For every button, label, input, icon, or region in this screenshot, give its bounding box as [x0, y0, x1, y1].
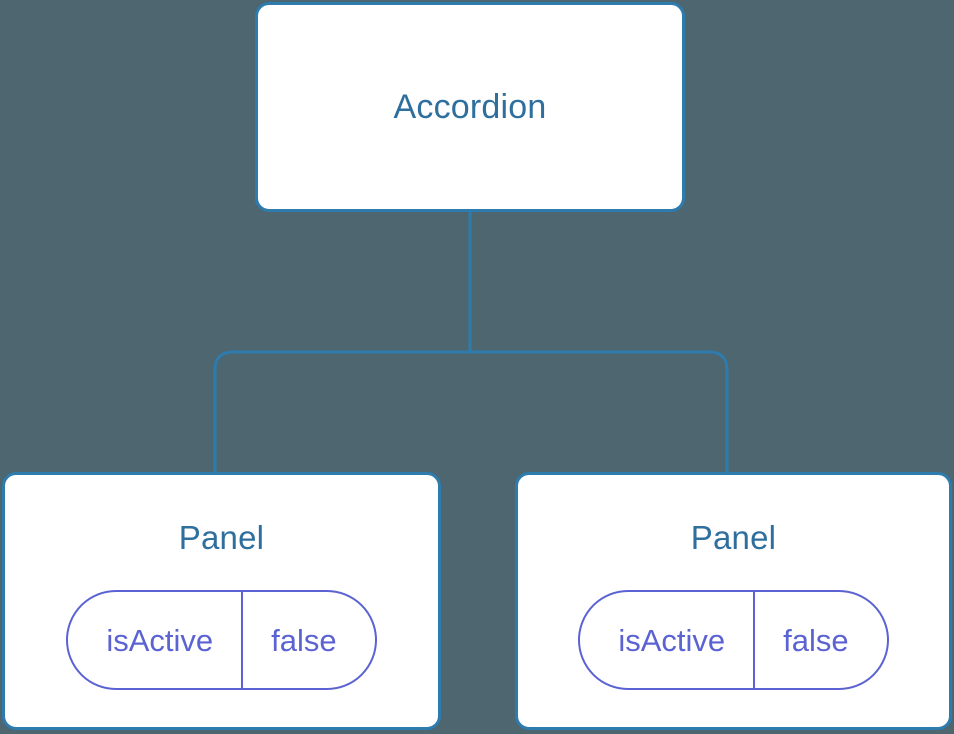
node-accordion[interactable]: Accordion	[255, 2, 685, 212]
prop-pill-isactive[interactable]: isActive false	[66, 590, 377, 690]
connector-branch-left	[213, 350, 470, 473]
node-panel-label: Panel	[178, 519, 265, 556]
prop-key: isActive	[618, 622, 726, 658]
node-panel-label: Panel	[690, 519, 777, 556]
connector-branch-right	[470, 350, 729, 473]
prop-value: false	[241, 592, 374, 688]
prop-value: false	[753, 592, 886, 688]
node-panel[interactable]: Panel isActive false	[2, 472, 441, 730]
node-accordion-label: Accordion	[393, 88, 547, 126]
prop-pill-isactive[interactable]: isActive false	[578, 590, 889, 690]
node-panel[interactable]: Panel isActive false	[515, 472, 952, 730]
prop-key: isActive	[106, 622, 214, 658]
